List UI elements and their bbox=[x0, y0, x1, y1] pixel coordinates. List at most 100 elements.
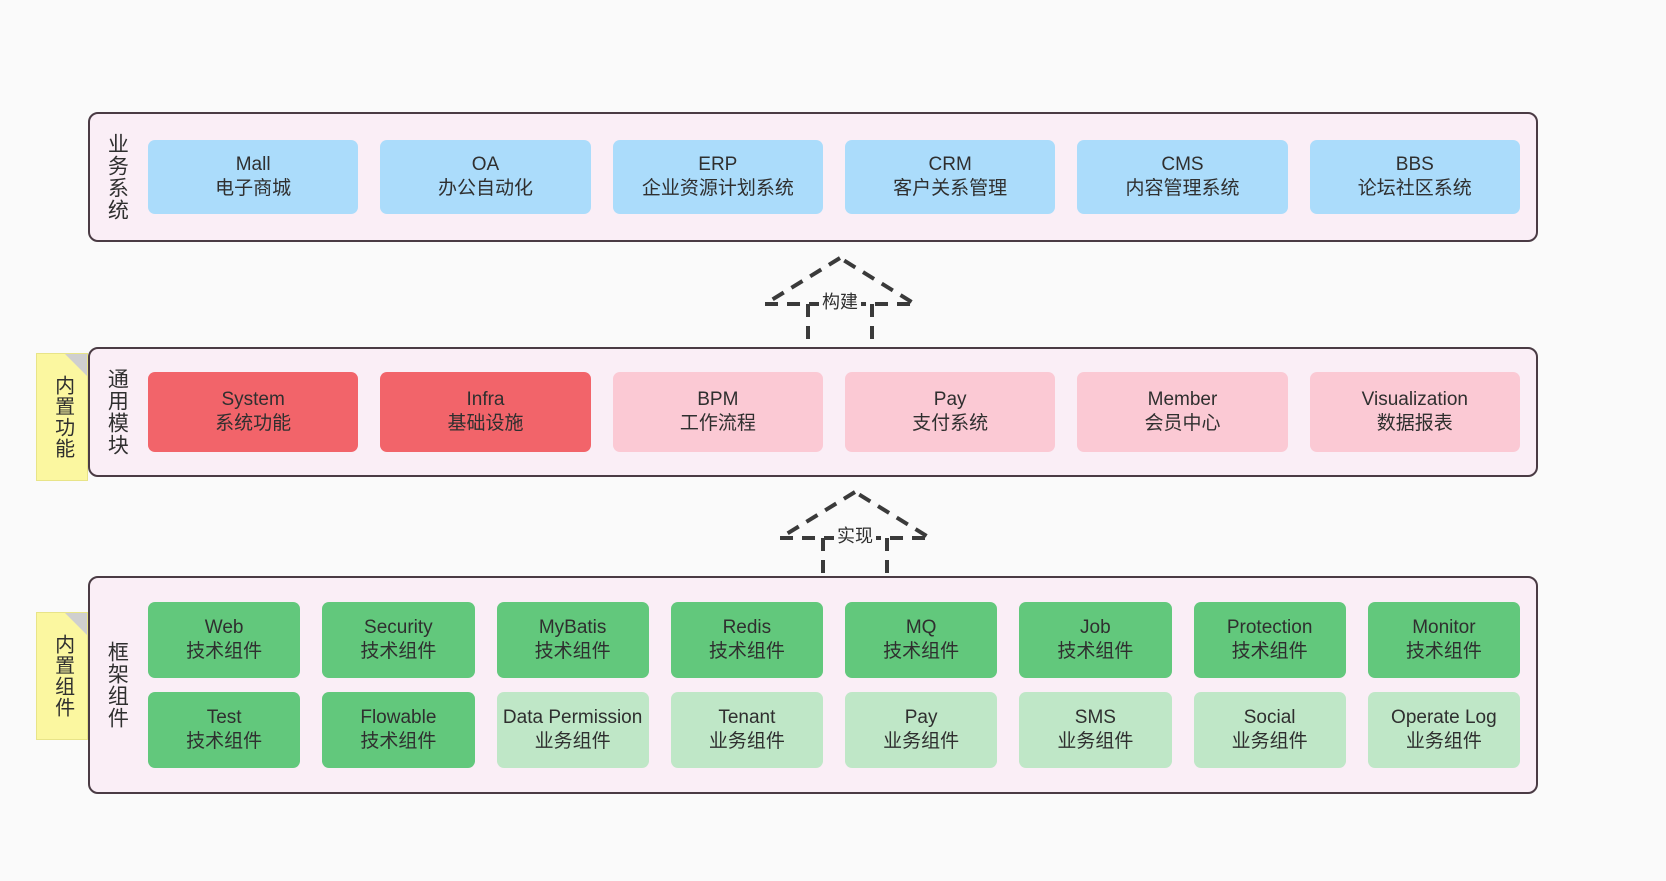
connector-implement: 实现 bbox=[760, 486, 950, 586]
node-tenant-cn: 业务组件 bbox=[708, 731, 785, 752]
node-monitor-en: Monitor bbox=[1412, 616, 1476, 638]
node-protection-en: Protection bbox=[1226, 616, 1313, 638]
node-flowable[interactable]: Flowable 技术组件 bbox=[322, 692, 475, 768]
node-pay-module-en: Pay bbox=[933, 388, 967, 410]
node-pay-component-en: Pay bbox=[904, 706, 938, 728]
node-test-en: Test bbox=[206, 706, 242, 728]
node-visualization-cn: 数据报表 bbox=[1376, 413, 1453, 434]
node-sms[interactable]: SMS 业务组件 bbox=[1019, 692, 1172, 768]
node-oa[interactable]: OA 办公自动化 bbox=[380, 140, 591, 214]
node-infra[interactable]: Infra 基础设施 bbox=[380, 372, 591, 452]
row-business-1: Mall 电子商城 OA 办公自动化 ERP 企业资源计划系统 CRM 客户关系… bbox=[148, 140, 1520, 214]
layer-body-business: Mall 电子商城 OA 办公自动化 ERP 企业资源计划系统 CRM 客户关系… bbox=[142, 114, 1536, 240]
node-mybatis-cn: 技术组件 bbox=[534, 641, 611, 662]
node-pay-module-cn: 支付系统 bbox=[912, 413, 989, 434]
node-bpm-en: BPM bbox=[697, 388, 739, 410]
node-cms-en: CMS bbox=[1161, 153, 1204, 175]
node-data-permission[interactable]: Data Permission 业务组件 bbox=[496, 692, 649, 768]
node-oa-en: OA bbox=[471, 153, 500, 175]
node-visualization-en: Visualization bbox=[1361, 388, 1468, 410]
node-redis[interactable]: Redis 技术组件 bbox=[670, 602, 823, 678]
node-web-cn: 技术组件 bbox=[186, 641, 263, 662]
layer-title-business: 业务系统 bbox=[105, 133, 129, 221]
node-mq-en: MQ bbox=[905, 616, 937, 638]
node-protection-cn: 技术组件 bbox=[1231, 641, 1308, 662]
node-visualization[interactable]: Visualization 数据报表 bbox=[1309, 372, 1520, 452]
note-builtin-features: 内置功能 bbox=[36, 353, 88, 481]
node-bpm-cn: 工作流程 bbox=[679, 413, 756, 434]
node-flowable-en: Flowable bbox=[360, 706, 437, 728]
note-builtin-components: 内置组件 bbox=[36, 612, 88, 740]
node-cms-cn: 内容管理系统 bbox=[1125, 178, 1240, 199]
node-mybatis[interactable]: MyBatis 技术组件 bbox=[496, 602, 649, 678]
node-erp-en: ERP bbox=[698, 153, 738, 175]
node-system-en: System bbox=[221, 388, 285, 410]
node-oa-cn: 办公自动化 bbox=[437, 178, 533, 199]
node-monitor-cn: 技术组件 bbox=[1405, 641, 1482, 662]
node-job-en: Job bbox=[1080, 616, 1111, 638]
row-modules-1: System 系统功能 Infra 基础设施 BPM 工作流程 Pay 支付系统… bbox=[148, 372, 1520, 452]
node-mall[interactable]: Mall 电子商城 bbox=[148, 140, 359, 214]
node-tenant-en: Tenant bbox=[718, 706, 776, 728]
node-web[interactable]: Web 技术组件 bbox=[148, 602, 301, 678]
node-job-cn: 技术组件 bbox=[1057, 641, 1134, 662]
node-mall-cn: 电子商城 bbox=[215, 178, 292, 199]
node-mq-cn: 技术组件 bbox=[883, 641, 960, 662]
node-crm[interactable]: CRM 客户关系管理 bbox=[844, 140, 1056, 214]
node-flowable-cn: 技术组件 bbox=[360, 731, 437, 752]
node-mybatis-en: MyBatis bbox=[538, 616, 607, 638]
node-web-en: Web bbox=[204, 616, 244, 638]
node-infra-en: Infra bbox=[466, 388, 505, 410]
connector-implement-label: 实现 bbox=[834, 522, 876, 548]
node-erp[interactable]: ERP 企业资源计划系统 bbox=[612, 140, 823, 214]
node-pay-component[interactable]: Pay 业务组件 bbox=[845, 692, 998, 768]
node-data-permission-en: Data Permission bbox=[502, 706, 643, 728]
node-member[interactable]: Member 会员中心 bbox=[1077, 372, 1288, 452]
node-bbs-en: BBS bbox=[1395, 153, 1434, 175]
layer-title-framework: 框架组件 bbox=[105, 641, 129, 729]
node-data-permission-cn: 业务组件 bbox=[534, 731, 611, 752]
layer-framework-components: 框架组件 Web 技术组件 Security 技术组件 MyBatis 技术组件… bbox=[88, 576, 1538, 794]
node-crm-en: CRM bbox=[928, 153, 972, 175]
connector-build-label: 构建 bbox=[819, 288, 861, 314]
node-pay-module[interactable]: Pay 支付系统 bbox=[844, 372, 1056, 452]
node-member-en: Member bbox=[1147, 388, 1218, 410]
node-pay-component-cn: 业务组件 bbox=[883, 731, 960, 752]
node-test-cn: 技术组件 bbox=[186, 731, 263, 752]
node-operate-log[interactable]: Operate Log 业务组件 bbox=[1367, 692, 1520, 768]
node-member-cn: 会员中心 bbox=[1144, 413, 1221, 434]
layer-business-systems: 业务系统 Mall 电子商城 OA 办公自动化 ERP 企业资源计划系统 CRM… bbox=[88, 112, 1538, 242]
node-security-cn: 技术组件 bbox=[360, 641, 437, 662]
node-test[interactable]: Test 技术组件 bbox=[148, 692, 301, 768]
row-framework-1: Web 技术组件 Security 技术组件 MyBatis 技术组件 Redi… bbox=[148, 602, 1520, 678]
node-system-cn: 系统功能 bbox=[215, 413, 292, 434]
node-security-en: Security bbox=[364, 616, 433, 638]
node-tenant[interactable]: Tenant 业务组件 bbox=[670, 692, 823, 768]
node-operate-log-en: Operate Log bbox=[1391, 706, 1497, 728]
node-social-cn: 业务组件 bbox=[1231, 731, 1308, 752]
node-bpm[interactable]: BPM 工作流程 bbox=[612, 372, 823, 452]
layer-body-framework: Web 技术组件 Security 技术组件 MyBatis 技术组件 Redi… bbox=[142, 578, 1536, 792]
node-social-en: Social bbox=[1243, 706, 1296, 728]
node-crm-cn: 客户关系管理 bbox=[893, 178, 1008, 199]
node-security[interactable]: Security 技术组件 bbox=[322, 602, 475, 678]
row-framework-2: Test 技术组件 Flowable 技术组件 Data Permission … bbox=[148, 692, 1520, 768]
node-social[interactable]: Social 业务组件 bbox=[1193, 692, 1346, 768]
layer-body-modules: System 系统功能 Infra 基础设施 BPM 工作流程 Pay 支付系统… bbox=[142, 349, 1536, 475]
node-job[interactable]: Job 技术组件 bbox=[1019, 602, 1172, 678]
node-protection[interactable]: Protection 技术组件 bbox=[1193, 602, 1346, 678]
node-erp-cn: 企业资源计划系统 bbox=[641, 178, 794, 199]
node-monitor[interactable]: Monitor 技术组件 bbox=[1367, 602, 1520, 678]
node-bbs-cn: 论坛社区系统 bbox=[1357, 178, 1472, 199]
node-cms[interactable]: CMS 内容管理系统 bbox=[1077, 140, 1288, 214]
node-system[interactable]: System 系统功能 bbox=[148, 372, 359, 452]
node-mall-en: Mall bbox=[235, 153, 271, 175]
layer-common-modules: 通用模块 System 系统功能 Infra 基础设施 BPM 工作流程 Pay… bbox=[88, 347, 1538, 477]
connector-build: 构建 bbox=[745, 252, 935, 352]
node-bbs[interactable]: BBS 论坛社区系统 bbox=[1309, 140, 1520, 214]
node-sms-cn: 业务组件 bbox=[1057, 731, 1134, 752]
node-sms-en: SMS bbox=[1074, 706, 1116, 728]
node-mq[interactable]: MQ 技术组件 bbox=[845, 602, 998, 678]
layer-title-modules: 通用模块 bbox=[105, 368, 129, 456]
node-operate-log-cn: 业务组件 bbox=[1405, 731, 1482, 752]
